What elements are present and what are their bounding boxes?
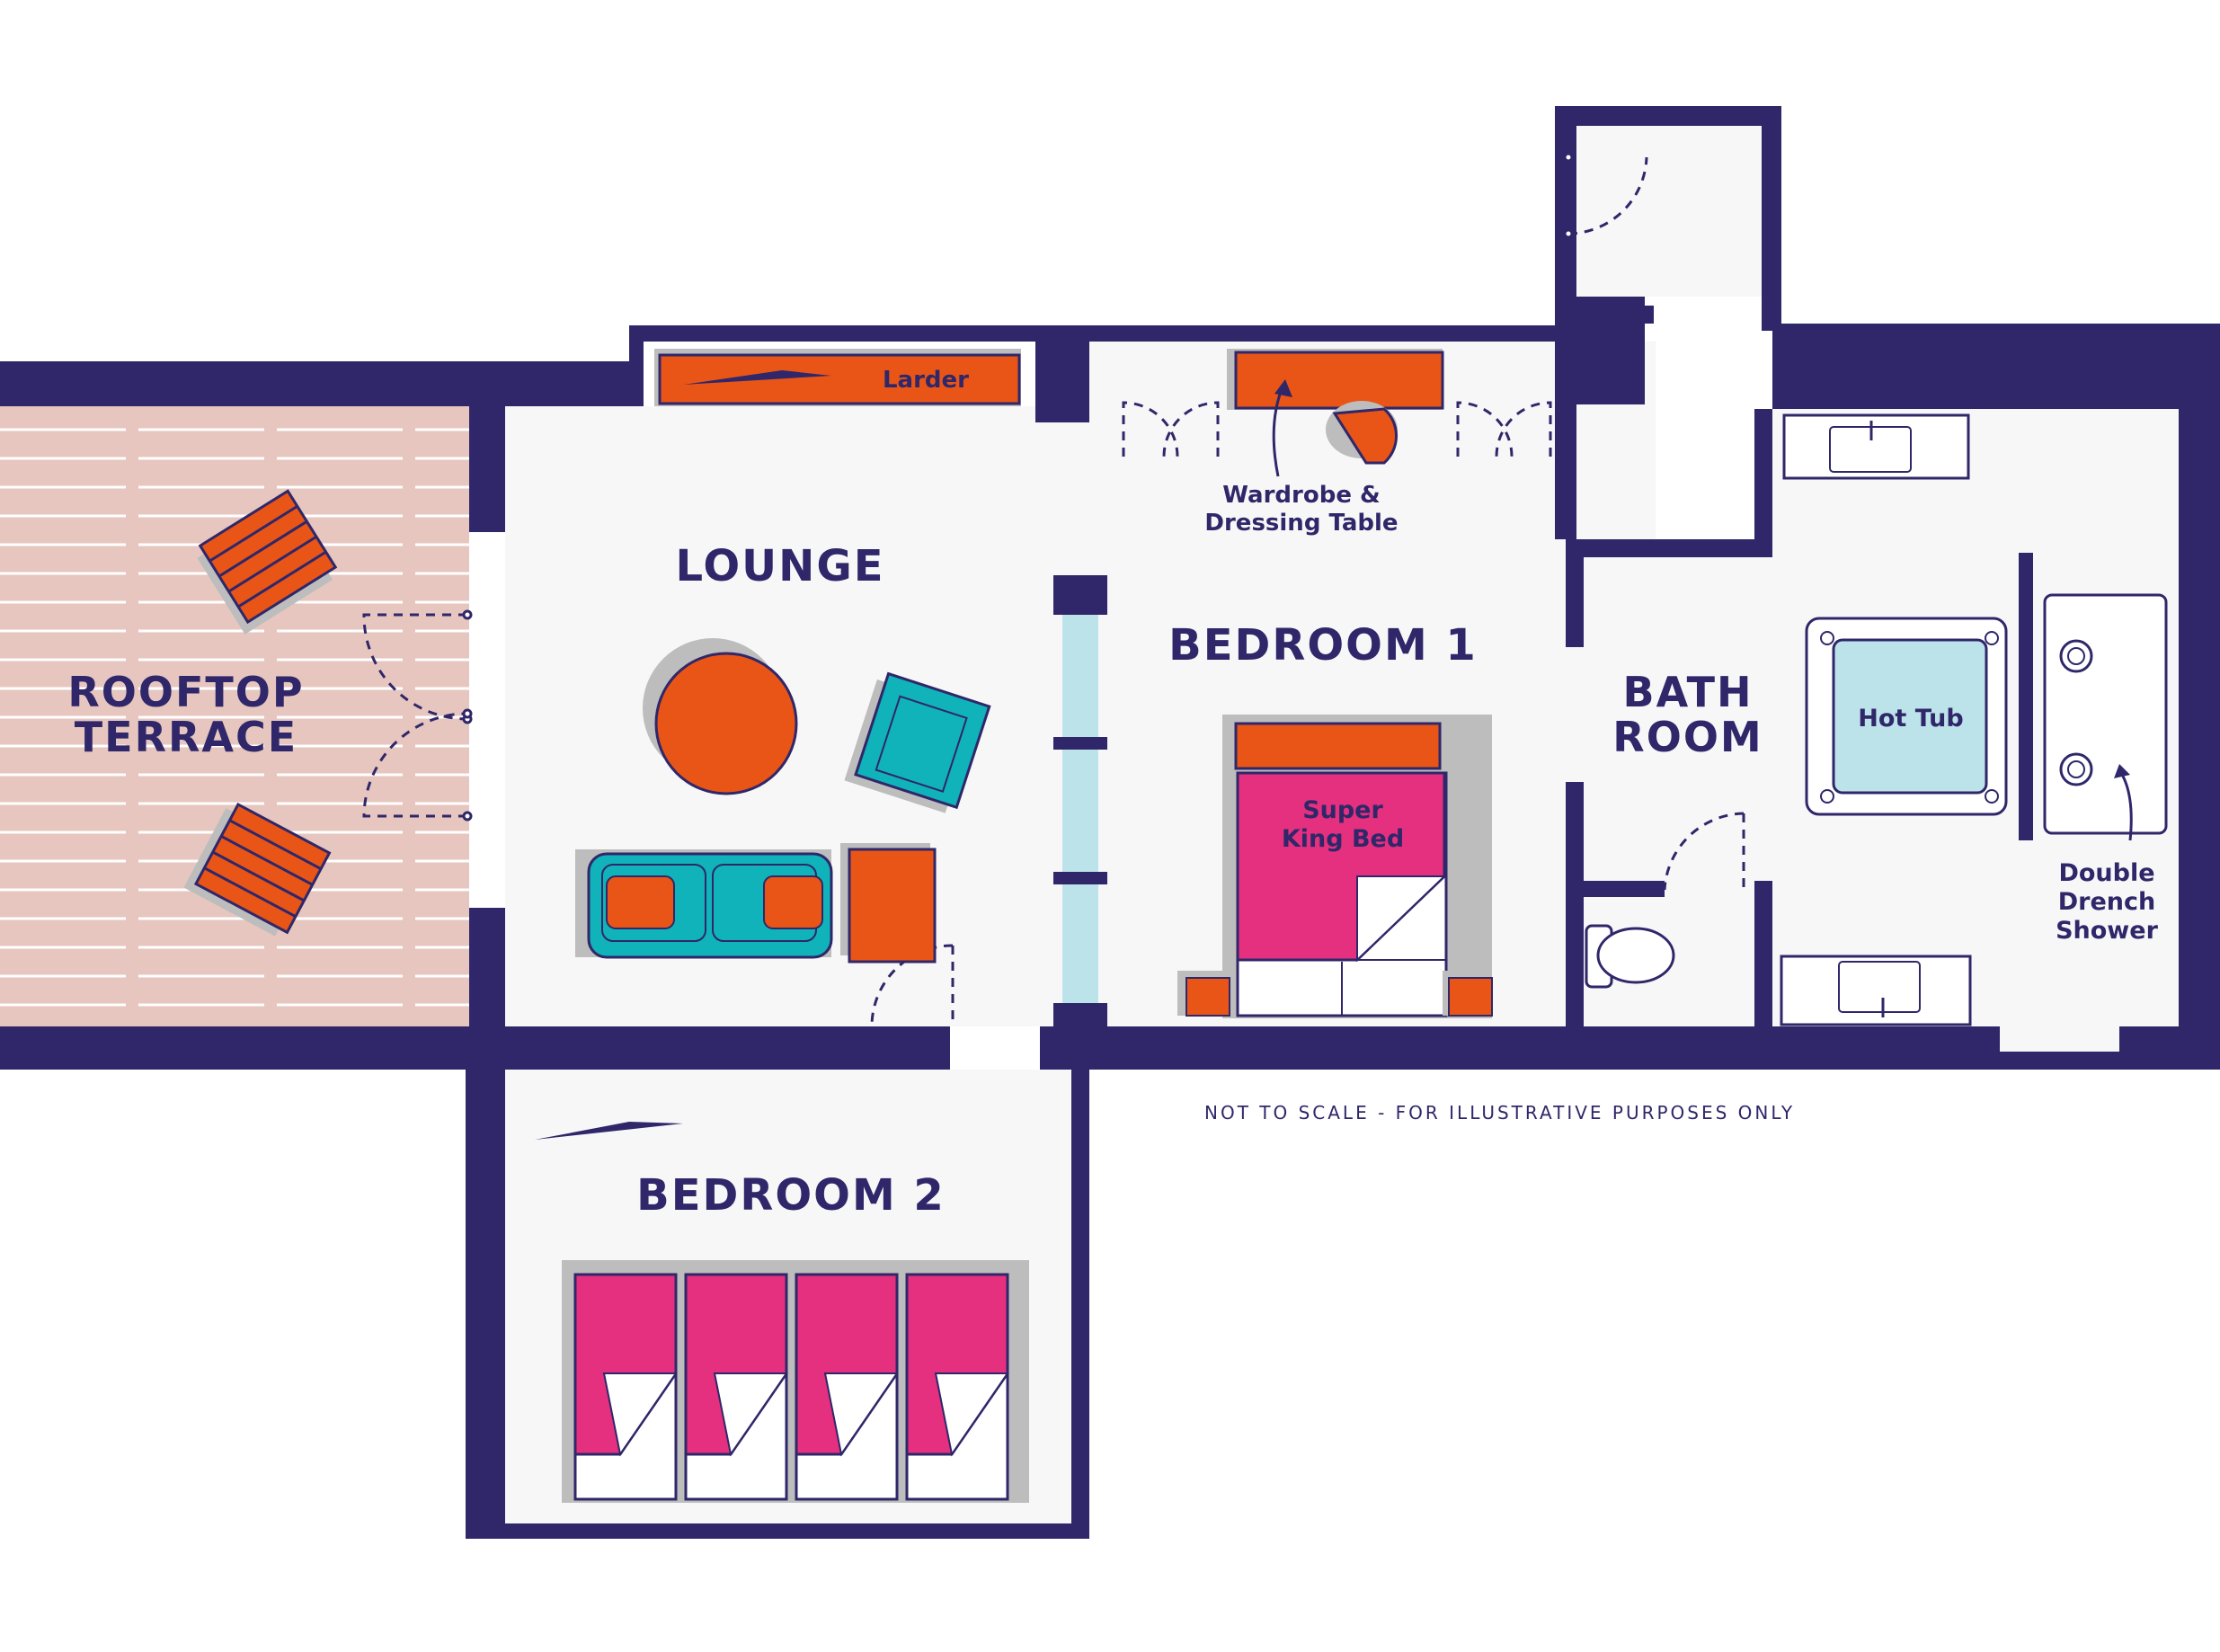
- shower-label-line3: Shower: [2056, 917, 2158, 945]
- bedroom1-label: BEDROOM 1: [1168, 620, 1478, 671]
- single-bed-1: [573, 1273, 678, 1501]
- terrace-label-line1: ROOFTOP: [67, 668, 304, 716]
- larder: [654, 349, 1021, 406]
- terrace-door-bottom: [362, 712, 468, 818]
- single-bed-2: [684, 1273, 788, 1501]
- terrace-label-line2: TERRACE: [75, 713, 297, 761]
- single-bed-4: [905, 1273, 1009, 1501]
- lounge-label: LOUNGE: [675, 541, 884, 591]
- round-table: [643, 638, 798, 795]
- bedroom2-label: BEDROOM 2: [636, 1170, 946, 1221]
- bathroom-door: [1663, 812, 1745, 891]
- bedroom2-door: [870, 944, 955, 1027]
- wardrobe: [1227, 349, 1444, 410]
- super-king-bed: [1222, 715, 1492, 1018]
- armchair: [844, 671, 991, 813]
- shower-tray: [2043, 593, 2168, 835]
- walls: [0, 106, 2220, 1539]
- sink-top: [1782, 413, 1970, 480]
- shower-arrow: [2119, 772, 2133, 841]
- terrace-door-top: [362, 613, 468, 721]
- bathroom-label-line1: BATH: [1623, 668, 1754, 716]
- wardrobe-label-line2: Dressing Table: [1204, 510, 1398, 537]
- terrace-chair-top: [197, 489, 338, 635]
- single-bed-3: [795, 1273, 899, 1501]
- shower-label-line1: Double: [2058, 859, 2154, 887]
- shower-label-line2: Drench: [2058, 888, 2156, 916]
- window: [1062, 615, 1098, 1003]
- single-beds: [562, 1260, 1029, 1503]
- toilet: [1585, 924, 1675, 989]
- bed-label-line1: Super: [1302, 796, 1383, 824]
- bathroom-label-line2: ROOM: [1612, 713, 1763, 761]
- sink-bottom: [1780, 955, 1972, 1026]
- hot-tub-label: Hot Tub: [1858, 705, 1963, 733]
- larder-label: Larder: [883, 367, 969, 394]
- closet-door: [1567, 156, 1648, 235]
- doors: [362, 156, 1745, 1027]
- door-hinges: [462, 152, 1574, 822]
- sofa: [575, 849, 833, 959]
- side-cabinet: [840, 843, 937, 964]
- disclaimer-note: NOT TO SCALE - FOR ILLUSTRATIVE PURPOSES…: [1204, 1102, 1795, 1124]
- bed-label-line2: King Bed: [1282, 825, 1404, 853]
- bedside-tables: [1177, 971, 1493, 1017]
- dressing-stool: [1326, 401, 1398, 465]
- bedroom2-tv: [535, 1122, 683, 1140]
- wardrobe-label-line1: Wardrobe &: [1222, 482, 1380, 509]
- terrace-chair-bottom: [183, 803, 332, 937]
- hot-tub: [1805, 617, 2008, 816]
- shower-step: [2000, 1026, 2119, 1052]
- closet-floor: [1577, 126, 1762, 297]
